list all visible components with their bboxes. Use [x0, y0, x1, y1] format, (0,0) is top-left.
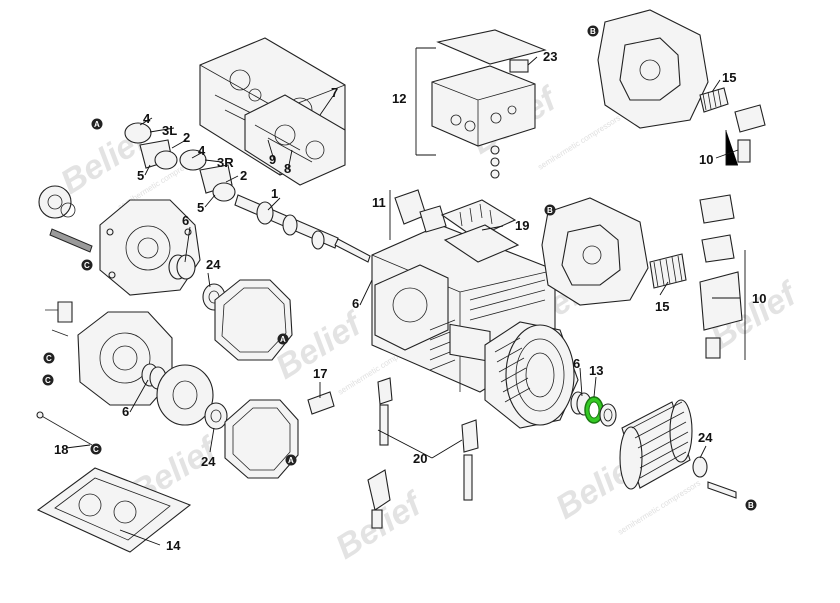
oil-pump-cover — [45, 301, 173, 406]
callout-6: 6 — [182, 213, 189, 228]
svg-text:C: C — [46, 354, 52, 363]
ref-marker-a: A — [91, 118, 103, 130]
ref-marker-a: A — [277, 333, 289, 345]
ref-marker-c: C — [90, 443, 102, 455]
crankshaft — [234, 194, 371, 263]
svg-text:C: C — [84, 261, 90, 270]
callout-6: 6 — [352, 296, 359, 311]
motor-cover-top-right — [597, 9, 709, 129]
motor-rotor — [619, 399, 737, 499]
terminal-plate — [440, 145, 520, 263]
callout-12: 12 — [392, 91, 406, 106]
callout-10: 10 — [699, 152, 713, 167]
svg-text:A: A — [288, 456, 294, 465]
callout-24: 24 — [698, 430, 713, 445]
callout-15: 15 — [722, 70, 736, 85]
svg-text:B: B — [748, 501, 754, 510]
svg-text:B: B — [590, 27, 596, 36]
motor-cover-mid-right — [541, 197, 649, 306]
callout-2: 2 — [240, 168, 247, 183]
callout-4: 4 — [143, 111, 151, 126]
svg-text:A: A — [280, 335, 286, 344]
callout-14: 14 — [166, 538, 181, 553]
valve-plate — [244, 94, 346, 186]
watermark-subtitle: semihermetic compressors — [536, 113, 622, 171]
callout-6: 6 — [122, 404, 129, 419]
ref-marker-a: A — [285, 454, 297, 466]
screw-parts — [36, 377, 479, 529]
gasket-set — [36, 467, 192, 553]
callout-8: 8 — [284, 161, 291, 176]
svg-text:C: C — [45, 376, 51, 385]
ref-marker-c: C — [42, 374, 54, 386]
callout-6: 6 — [573, 356, 580, 371]
pistons — [124, 122, 236, 202]
svg-text:A: A — [94, 120, 100, 129]
callout-13: 13 — [589, 363, 603, 378]
bearing-bush-left — [141, 254, 228, 430]
callout-11: 11 — [372, 195, 386, 210]
callout-9: 9 — [269, 152, 276, 167]
terminal-box — [415, 29, 547, 156]
ring-washer-right — [599, 403, 617, 427]
reference-markers: A A A B B B C C C C — [42, 25, 757, 511]
callout-10: 10 — [752, 291, 766, 306]
svg-text:C: C — [93, 445, 99, 454]
callout-2: 2 — [183, 130, 190, 145]
callout-24: 24 — [206, 257, 221, 272]
callout-4: 4 — [198, 143, 206, 158]
callout-19: 19 — [515, 218, 529, 233]
oil-filter-top — [699, 87, 729, 113]
svg-text:B: B — [547, 206, 553, 215]
callout-3R: 3R — [217, 155, 234, 170]
callout-5: 5 — [137, 168, 144, 183]
callout-5: 5 — [197, 200, 204, 215]
callout-3L: 3L — [162, 123, 177, 138]
callout-17: 17 — [313, 366, 327, 381]
callout-18: 18 — [54, 442, 68, 457]
callout-24: 24 — [201, 454, 216, 469]
oil-filter-mid — [649, 253, 687, 289]
solenoid-valve — [389, 189, 447, 240]
ref-marker-c: C — [81, 259, 93, 271]
callout-23: 23 — [543, 49, 557, 64]
ref-marker-b: B — [745, 499, 757, 511]
valve-assembly-mid — [699, 194, 746, 360]
callout-15: 15 — [655, 299, 669, 314]
ref-marker-b: B — [587, 25, 599, 37]
gasket-left-upper — [214, 279, 293, 361]
valve-assembly-top — [725, 104, 766, 166]
callout-20: 20 — [413, 451, 427, 466]
callout-labels: 1 2 2 3L 3R 4 4 5 5 6 6 6 6 7 8 9 10 10 … — [54, 49, 766, 553]
gasket-left-lower — [224, 399, 299, 479]
ref-marker-c: C — [43, 352, 55, 364]
callout-7: 7 — [331, 85, 338, 100]
leader-lines — [65, 56, 740, 546]
motor-stator-housing — [484, 321, 579, 429]
callout-1: 1 — [271, 186, 278, 201]
ref-marker-b: B — [544, 204, 556, 216]
